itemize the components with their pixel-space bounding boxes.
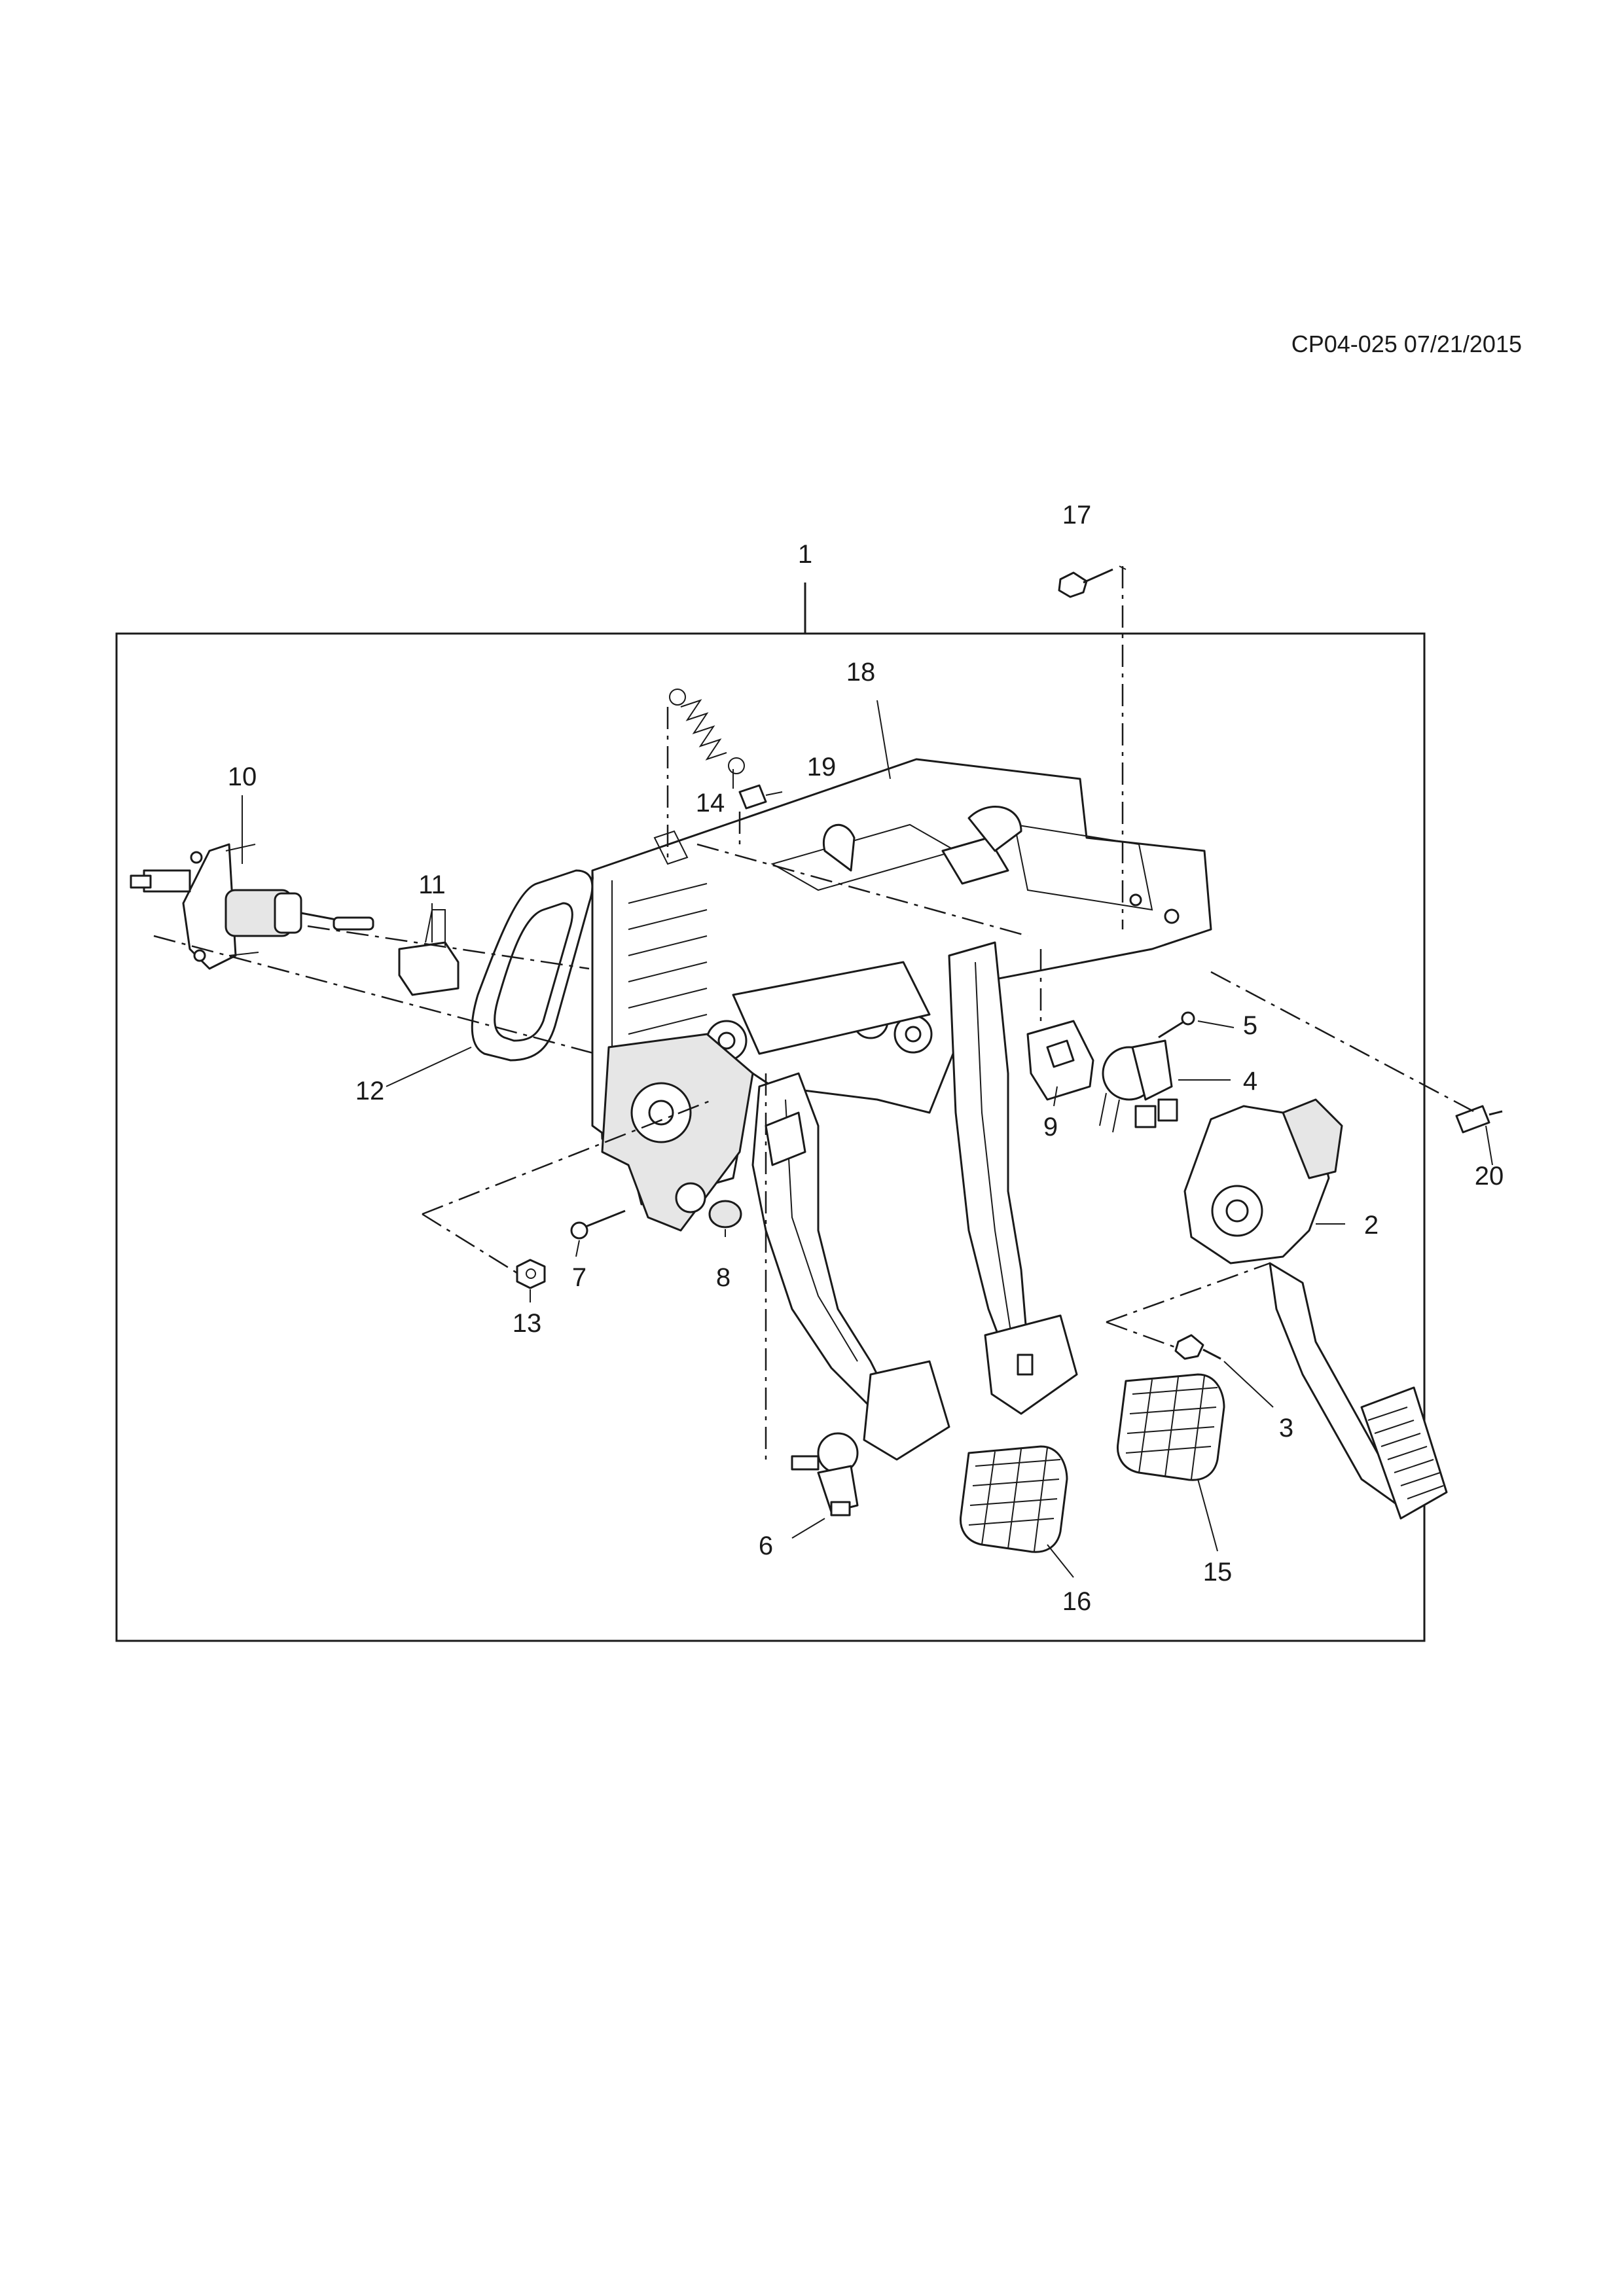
mounting-screw	[1158, 1011, 1195, 1039]
bracket-bolt	[1058, 568, 1113, 598]
callout-17: 17	[1062, 501, 1092, 529]
callout-13: 13	[513, 1309, 542, 1338]
callout-5: 5	[1243, 1011, 1257, 1040]
hex-nut	[516, 1259, 546, 1289]
callout-19: 19	[807, 753, 837, 781]
callout-6: 6	[759, 1532, 773, 1560]
callout-16: 16	[1062, 1587, 1092, 1616]
leader-lines	[242, 565, 1493, 1578]
callout-4: 4	[1243, 1067, 1257, 1096]
callout-15: 15	[1203, 1558, 1233, 1587]
brake-light-switch	[1026, 1020, 1094, 1101]
pedal-clip	[1455, 1105, 1503, 1134]
brake-pedal	[948, 941, 1078, 1415]
callout-14: 14	[696, 789, 725, 817]
pedal-bolt	[1174, 1334, 1221, 1360]
housing-cap	[708, 1200, 742, 1229]
callout-11: 11	[418, 870, 446, 899]
callout-12: 12	[355, 1077, 385, 1105]
callouts: 1 2 3 4 5 6 7 8 9 10 11 12 13 14 15 16 1…	[228, 501, 1504, 1616]
assembly-guide-lines	[153, 566, 1477, 1466]
clutch-master-cylinder	[130, 843, 374, 970]
dash-seal	[471, 869, 594, 1062]
clutch-position-sensor	[1099, 1039, 1178, 1133]
accelerator-pedal-module	[1183, 1098, 1448, 1520]
housing-bolt	[570, 1210, 626, 1240]
callout-3: 3	[1279, 1414, 1293, 1443]
callout-10: 10	[228, 762, 257, 791]
pivot-housing	[601, 1033, 754, 1232]
callout-7: 7	[572, 1263, 586, 1292]
clutch-pedal	[751, 1072, 950, 1461]
clutch-side-pedal-pad	[959, 1445, 1068, 1553]
callout-18: 18	[846, 658, 876, 687]
small-clip	[738, 784, 767, 810]
callout-8: 8	[716, 1263, 731, 1292]
clutch-switch	[791, 1432, 859, 1516]
callout-9: 9	[1043, 1113, 1058, 1141]
callout-2: 2	[1364, 1211, 1379, 1240]
assembly-frame	[115, 632, 1426, 1642]
document-code: CP04-025 07/21/2015	[1291, 331, 1522, 357]
callout-1: 1	[798, 540, 812, 569]
retaining-clip	[398, 909, 460, 996]
callout-20: 20	[1475, 1162, 1504, 1191]
return-spring	[669, 689, 745, 774]
accelerator-side-pedal-pad	[1116, 1373, 1225, 1481]
